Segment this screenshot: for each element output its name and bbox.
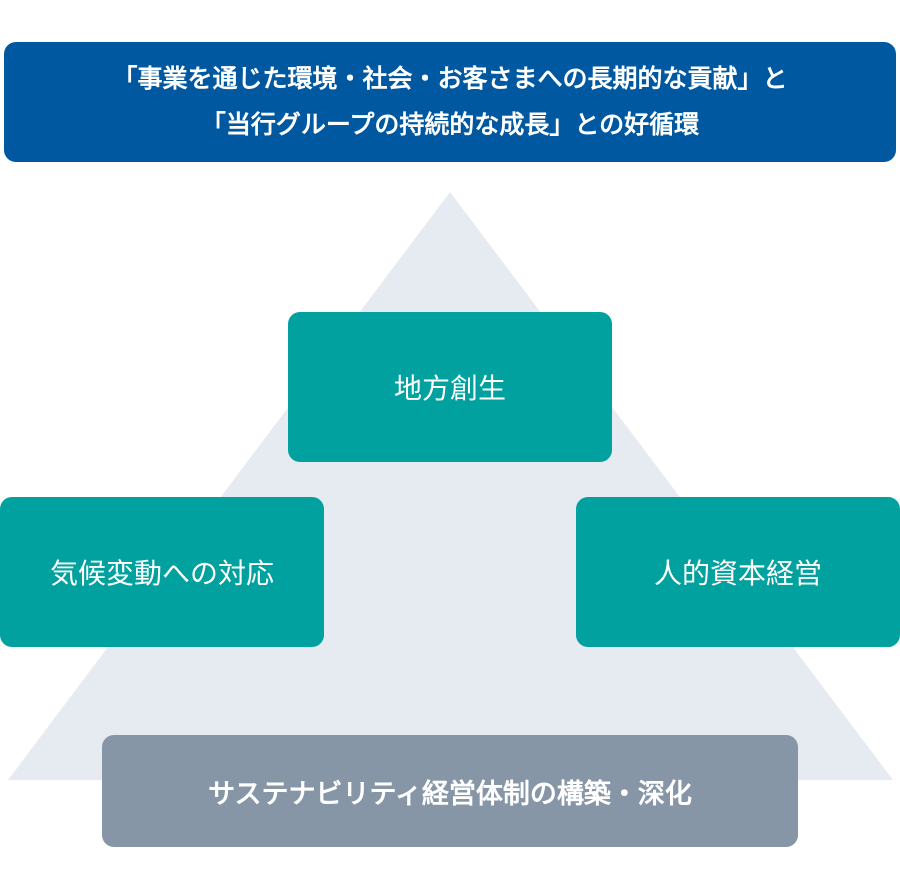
goal-banner: 「事業を通じた環境・社会・お客さまへの長期的な貢献」と 「当行グループの持続的な… bbox=[4, 42, 896, 162]
pillar-climate-change: 気候変動への対応 bbox=[0, 497, 324, 647]
goal-line-1: 「事業を通じた環境・社会・お客さまへの長期的な貢献」と bbox=[112, 64, 788, 93]
foundation-box: サステナビリティ経営体制の構築・深化 bbox=[102, 735, 798, 847]
pyramid-triangle bbox=[8, 192, 893, 780]
pillar-regional-revitalization: 地方創生 bbox=[288, 312, 612, 462]
pillar-human-capital: 人的資本経営 bbox=[576, 497, 900, 647]
goal-line-2: 「当行グループの持続的な成長」との好循環 bbox=[200, 110, 700, 139]
